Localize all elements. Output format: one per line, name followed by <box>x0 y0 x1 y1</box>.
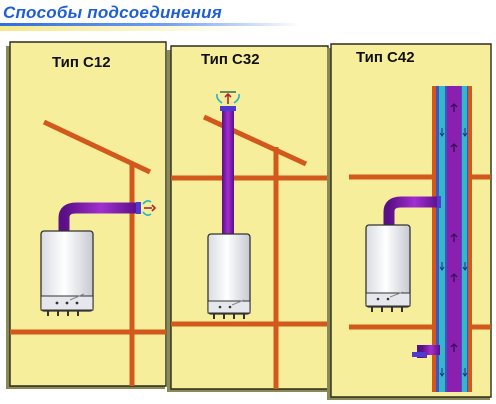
panel-label-c42: Тип С42 <box>356 49 415 66</box>
panel-label-c32: Тип С32 <box>201 51 260 68</box>
flue-pipe <box>383 196 440 226</box>
panel-c32-background <box>170 45 329 390</box>
page-title: Способы подсоединения <box>3 3 222 22</box>
panel-c32 <box>167 45 329 392</box>
exhaust-icon <box>142 200 157 216</box>
roof-beam <box>42 119 152 175</box>
title-underline <box>0 23 300 26</box>
boiler-icon <box>207 233 251 319</box>
panel-c42 <box>327 43 492 400</box>
title-highlight <box>0 26 250 31</box>
exhaust-icon <box>216 91 240 104</box>
collective-flue-shaft <box>432 86 472 392</box>
panel-c12 <box>6 41 167 389</box>
flue-pipe <box>58 202 138 232</box>
flue-pipe <box>222 108 234 236</box>
boiler-icon <box>365 224 411 312</box>
boiler-icon <box>40 230 94 316</box>
roof-beam <box>202 114 308 167</box>
panel-label-c12: Тип С12 <box>52 54 111 71</box>
